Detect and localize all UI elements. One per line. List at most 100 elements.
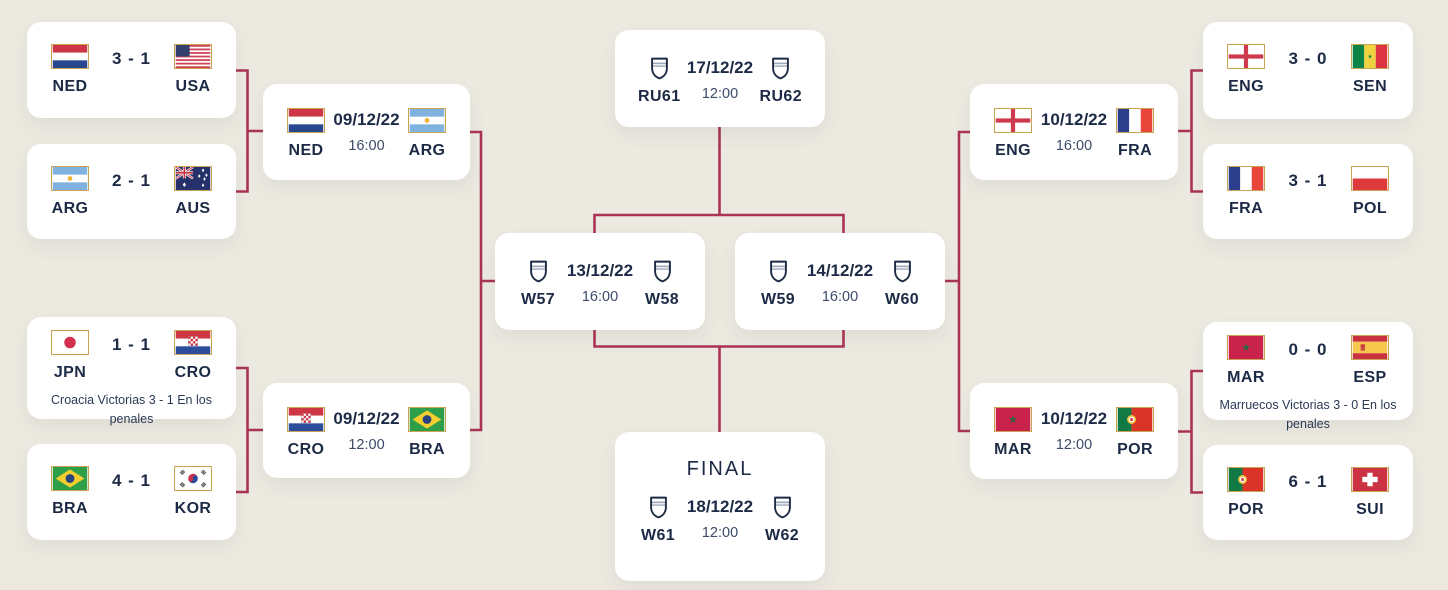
match-time: 12:00 (1055, 437, 1093, 453)
france-flag-icon (1227, 166, 1265, 191)
match-schedule: 14/12/22 16:00 (807, 261, 873, 305)
team-code: NED (52, 78, 88, 95)
match-time: 12:00 (348, 437, 385, 453)
match-schedule: 18/12/22 12:00 (687, 497, 753, 541)
placeholder-team-w57: W57 (518, 259, 558, 309)
croatia-flag-icon (174, 330, 212, 355)
team-code: W57 (520, 291, 556, 308)
team-por: POR (1226, 467, 1266, 519)
placeholder-team-w62: W62 (762, 495, 802, 545)
team-code: KOR (174, 500, 212, 517)
japan-flag-icon (51, 330, 89, 355)
match-card-third-place[interactable]: RU61 17/12/22 12:00 RU62 (615, 30, 825, 127)
team-code: CRO (287, 441, 325, 458)
team-por: POR (1115, 407, 1155, 459)
match-schedule: 10/12/22 12:00 (1041, 409, 1107, 453)
match-date: 10/12/22 (1040, 409, 1108, 428)
shield-icon (893, 260, 912, 283)
placeholder-team-w58: W58 (642, 259, 682, 309)
team-sui: SUI (1350, 467, 1390, 519)
team-code: W59 (760, 291, 796, 308)
match-time: 16:00 (821, 289, 859, 305)
score: 3 - 1 (111, 49, 152, 68)
shield-icon (529, 260, 548, 283)
placeholder-team-w59: W59 (758, 259, 798, 309)
match-date: 13/12/22 (566, 261, 634, 280)
match-card-arg-aus[interactable]: ARG 2 - 1 AUS (27, 144, 236, 239)
south-korea-flag-icon (174, 466, 212, 491)
match-schedule: 17/12/22 12:00 (687, 58, 753, 102)
match-date: 14/12/22 (806, 261, 874, 280)
match-schedule: 09/12/22 16:00 (333, 110, 399, 154)
placeholder-team-ru61: RU61 (638, 56, 681, 106)
poland-flag-icon (1351, 166, 1389, 191)
team-code: POR (1117, 441, 1153, 458)
score: 1 - 1 (111, 335, 152, 354)
england-flag-icon (1227, 44, 1265, 69)
team-code: SUI (1356, 501, 1384, 518)
score: 6 - 1 (1288, 472, 1328, 491)
spain-flag-icon (1351, 335, 1389, 360)
shield-icon (649, 496, 668, 519)
match-card-mar-esp[interactable]: MAR 0 - 0 ESP Marruecos Victorias 3 - 0 … (1203, 322, 1413, 431)
team-code: RU61 (638, 88, 681, 105)
match-schedule: 13/12/22 16:00 (567, 261, 633, 305)
match-card-por-sui[interactable]: POR 6 - 1 SUI (1203, 445, 1413, 540)
shield-icon (650, 57, 669, 80)
team-code: RU62 (759, 88, 802, 105)
penalties-note: Croacia Victorias 3 - 1 En los penales (51, 393, 212, 426)
portugal-flag-icon (1227, 467, 1265, 492)
team-eng: ENG (993, 108, 1033, 160)
team-code: SEN (1352, 78, 1388, 95)
shield-icon (771, 57, 790, 80)
team-arg: ARG (407, 108, 447, 160)
team-code: W58 (644, 291, 680, 308)
team-code: BRA (52, 500, 88, 517)
team-esp: ESP (1350, 335, 1390, 387)
match-card-qf-eng-fra[interactable]: ENG 10/12/22 16:00 FRA (970, 84, 1178, 180)
match-time: 12:00 (701, 86, 739, 102)
team-code: MAR (994, 441, 1032, 458)
team-code: MAR (1227, 369, 1265, 386)
match-card-sf-w59-w60[interactable]: W59 14/12/22 16:00 W60 (735, 233, 945, 330)
match-card-jpn-cro[interactable]: JPN 1 - 1 CRO Croacia Victorias 3 - 1 En… (27, 317, 236, 426)
team-mar: MAR (1226, 335, 1266, 387)
placeholder-team-w61: W61 (638, 495, 678, 545)
team-jpn: JPN (50, 330, 90, 382)
match-date: 18/12/22 (686, 497, 754, 516)
australia-flag-icon (174, 166, 212, 191)
switzerland-flag-icon (1351, 467, 1389, 492)
team-aus: AUS (173, 166, 213, 218)
shield-icon (653, 260, 672, 283)
match-card-eng-sen[interactable]: ENG 3 - 0 SEN (1203, 22, 1413, 119)
match-card-qf-mar-por[interactable]: MAR 10/12/22 12:00 POR (970, 383, 1178, 479)
team-code: POR (1228, 501, 1264, 518)
team-eng: ENG (1226, 44, 1266, 96)
score: 0 - 0 (1288, 340, 1328, 359)
brazil-flag-icon (51, 466, 89, 491)
match-time: 12:00 (701, 525, 739, 541)
brazil-flag-icon (408, 407, 446, 432)
team-code: W60 (884, 291, 920, 308)
match-card-ned-usa[interactable]: NED 3 - 1 USA (27, 22, 236, 118)
team-code: USA (175, 78, 211, 95)
team-code: AUS (175, 200, 211, 217)
match-card-sf-w57-w58[interactable]: W57 13/12/22 16:00 W58 (495, 233, 705, 330)
team-code: ARG (51, 200, 89, 217)
team-sen: SEN (1350, 44, 1390, 96)
match-card-bra-kor[interactable]: BRA 4 - 1 KOR (27, 444, 236, 540)
match-date: 17/12/22 (686, 58, 754, 77)
team-code: CRO (174, 364, 212, 381)
match-card-fra-pol[interactable]: FRA 3 - 1 POL (1203, 144, 1413, 239)
shield-icon (773, 496, 792, 519)
match-card-final[interactable]: FINAL W61 18/12/22 12:00 W62 (615, 432, 825, 581)
match-card-qf-cro-bra[interactable]: CRO 09/12/22 12:00 BRA (263, 383, 470, 478)
team-pol: POL (1350, 166, 1390, 218)
match-card-qf-ned-arg[interactable]: NED 09/12/22 16:00 ARG (263, 84, 470, 180)
match-time: 16:00 (348, 138, 385, 154)
portugal-flag-icon (1116, 407, 1154, 432)
match-schedule: 10/12/22 16:00 (1041, 110, 1107, 154)
england-flag-icon (994, 108, 1032, 133)
team-code: POL (1352, 200, 1388, 217)
